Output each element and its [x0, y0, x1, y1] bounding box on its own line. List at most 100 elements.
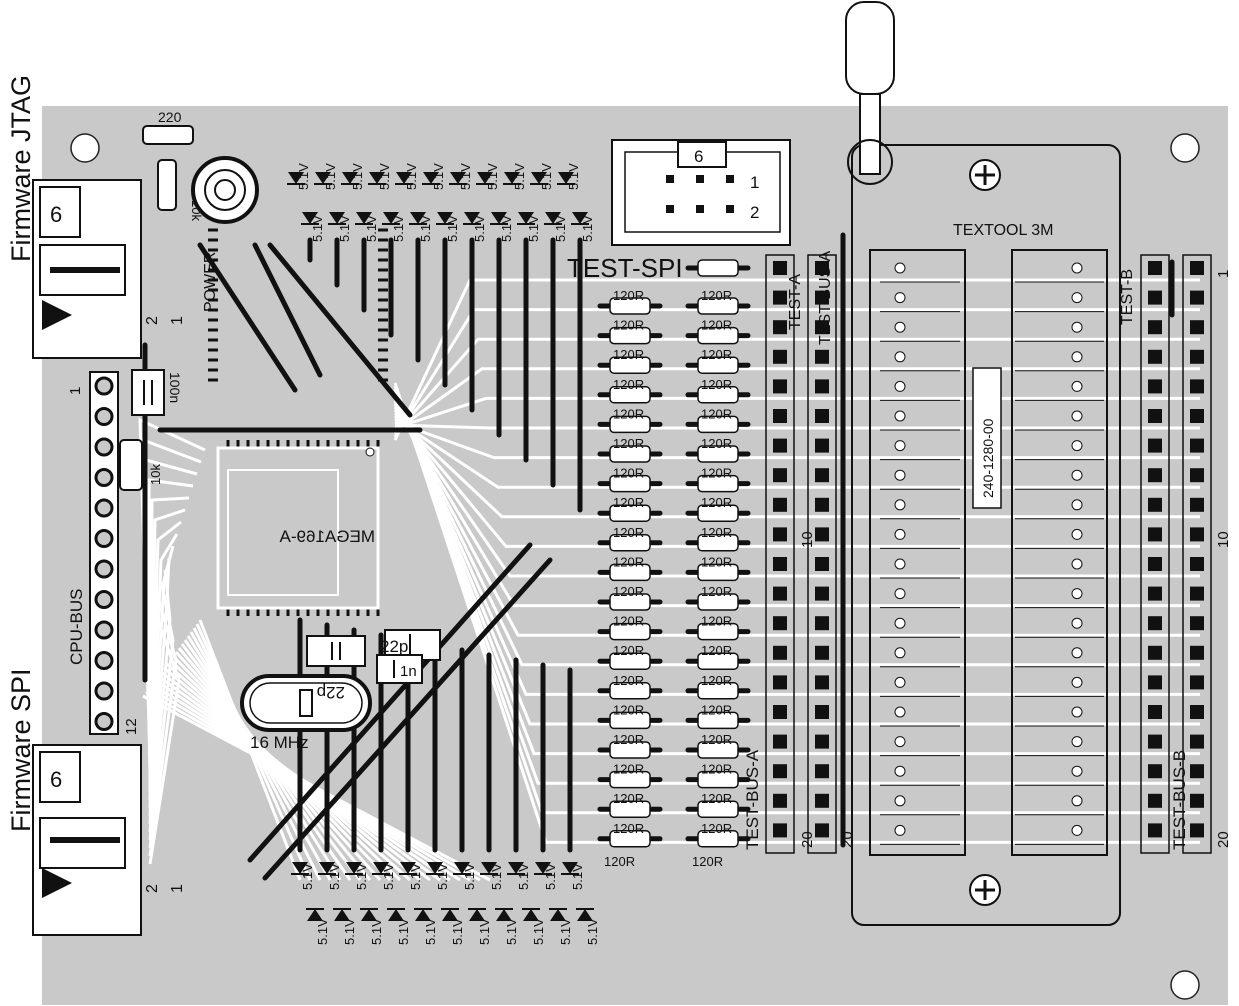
resistor-label: 120R	[613, 643, 644, 658]
resistor-220-label: 220	[158, 109, 182, 125]
zener-diode: 5.1V	[422, 163, 446, 190]
diode-icon	[518, 212, 534, 224]
zener-diode: 5.1V	[306, 908, 330, 945]
diode-icon	[477, 172, 493, 184]
zener-diode: 5.1V	[414, 908, 438, 945]
zif-lever[interactable]	[845, 1, 895, 95]
zener-diode: 5.1V	[549, 908, 573, 945]
diode-icon	[508, 862, 524, 874]
header-pin	[1190, 261, 1204, 275]
header-count: 6	[694, 147, 703, 166]
zener-label: 5.1V	[423, 918, 438, 945]
resistor-120r	[685, 259, 751, 277]
header-pin	[1148, 675, 1162, 690]
cpu-bus-header[interactable]	[89, 371, 119, 735]
header-pin	[815, 586, 829, 601]
zener-label: 5.1V	[396, 918, 411, 945]
resistor-120r: 120R	[597, 525, 663, 552]
header-6pin[interactable]: 6 1 2	[611, 139, 791, 246]
diode-icon	[329, 212, 345, 224]
jtag-connector[interactable]: 6	[32, 179, 142, 359]
zener-label: 5.1V	[558, 918, 573, 945]
resistor-body	[609, 800, 651, 818]
zener-label: 5.1V	[391, 215, 406, 242]
diode-icon	[415, 909, 431, 921]
header-pin	[815, 349, 829, 364]
header-pin	[94, 651, 114, 670]
resistor-body	[609, 830, 651, 848]
resistor-label: 120R	[613, 318, 644, 333]
resistor-120r: 120R	[597, 732, 663, 759]
resistor-120r: 120R	[685, 791, 751, 818]
textool-zif-socket[interactable]: TEXTOOL 3M 240-1280-00	[845, 1, 1121, 926]
socket-pin	[894, 617, 906, 629]
zener-diode: 5.1V	[468, 908, 492, 945]
resistor-120r: 120R	[685, 436, 751, 463]
socket-pin	[1071, 351, 1083, 363]
header-pin	[773, 290, 787, 305]
socket-pin	[1071, 736, 1083, 748]
header-pin	[1190, 793, 1204, 808]
header-pin	[773, 497, 787, 512]
spi-pin2-label: 2	[144, 884, 161, 893]
diode-icon	[562, 862, 578, 874]
resistor-120r: 120R	[685, 702, 751, 730]
socket-pin	[894, 440, 906, 452]
zener-diode: 5.1V	[426, 862, 450, 890]
zener-label: 5.1V	[516, 863, 531, 890]
resistor-body	[697, 682, 739, 700]
header-pin	[815, 468, 829, 483]
screw-icon	[969, 159, 1001, 191]
test-b-mark-10: 10	[1215, 531, 1232, 548]
zener-label: 5.1V	[553, 215, 568, 242]
cpu-bus-outline	[89, 371, 119, 735]
resistor-body	[609, 534, 651, 552]
zener-label: 5.1V	[323, 163, 338, 190]
zener-diode: 5.1V	[360, 908, 384, 945]
zener-label: 5.1V	[404, 163, 419, 190]
trace	[393, 337, 1200, 435]
diode-icon	[535, 862, 551, 874]
header-pin	[773, 764, 787, 779]
resistor-label: 120R	[701, 614, 732, 629]
resistor-body	[609, 504, 651, 522]
capacitor-1n-label: 1n	[400, 663, 417, 680]
zener-label: 5.1V	[327, 863, 342, 890]
resistor-label: 120R	[613, 791, 644, 806]
zener-diode: 5.1V	[495, 908, 519, 945]
diode-icon	[373, 862, 389, 874]
zener-diode: 5.1V	[333, 908, 357, 945]
header-pin	[1190, 823, 1204, 838]
header-pin	[815, 557, 829, 571]
spi-connector[interactable]: 6	[32, 744, 142, 936]
zener-diode: 5.1V	[522, 908, 546, 945]
header-pin	[773, 379, 787, 394]
wire	[262, 557, 553, 881]
header-pin	[815, 527, 829, 542]
resistor-label: 120R	[701, 436, 732, 451]
mounting-holes	[70, 133, 1200, 1000]
test-a-mark-10: 10	[799, 531, 816, 548]
header-pin	[815, 734, 829, 749]
header-pin	[1190, 557, 1204, 571]
zener-label: 5.1V	[531, 918, 546, 945]
diode-icon	[454, 862, 470, 874]
firmware-spi-label: Firmware SPI	[6, 668, 36, 832]
trace	[148, 520, 182, 809]
header-pin	[94, 437, 114, 457]
diode-icon	[302, 212, 318, 224]
socket-pin	[1071, 706, 1083, 718]
header-pin	[1148, 320, 1162, 335]
header-pin	[1148, 705, 1162, 719]
resistor-body	[697, 830, 739, 848]
zener-diode: 5.1V	[368, 163, 392, 190]
socket-pin	[1071, 499, 1083, 511]
resistor-body	[609, 682, 651, 700]
socket-pin	[1071, 440, 1083, 452]
diode-icon	[342, 172, 358, 184]
diode-icon	[315, 172, 331, 184]
diode-icon	[577, 909, 593, 921]
test-headers[interactable]	[765, 254, 1212, 854]
resistor-label: 120R	[613, 732, 644, 747]
capacitor-100n-label: 100n	[167, 372, 183, 403]
